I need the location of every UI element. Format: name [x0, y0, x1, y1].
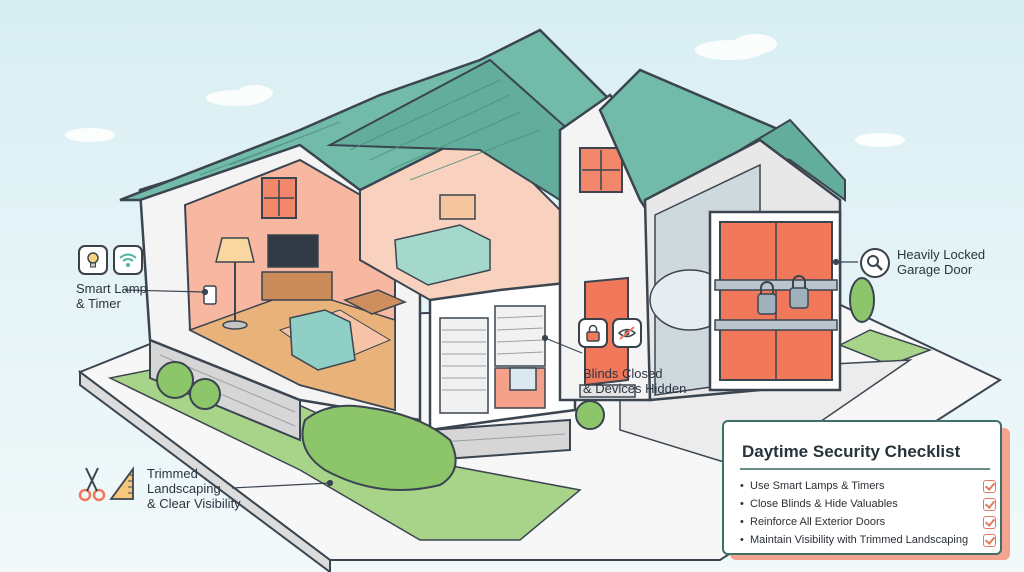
- magnifier-icon-box: [860, 248, 890, 278]
- garage-line2: Garage Door: [897, 262, 973, 277]
- television: [267, 234, 319, 268]
- sofa: [394, 224, 491, 286]
- landscaping-line1: Trimmed: [147, 466, 198, 481]
- shrub-left: [156, 361, 194, 399]
- checkbox-icon: [983, 534, 996, 547]
- checklist-title: Daytime Security Checklist: [742, 442, 961, 461]
- lock-bar-bottom: [714, 319, 838, 331]
- eye-slash-icon-box: [612, 318, 642, 348]
- wall-picture: [439, 194, 476, 220]
- magnifier-icon: [867, 255, 883, 271]
- ruler-icon: [109, 466, 134, 500]
- checklist-panel: Daytime Security Checklist •Use Smart La…: [722, 420, 1002, 555]
- checklist-item: •Reinforce All Exterior Doors: [740, 516, 998, 534]
- smart-lamp-line1: Smart Lamp: [76, 281, 147, 296]
- smart-lamp-line2: & Timer: [76, 296, 121, 311]
- tv-stand: [261, 271, 333, 301]
- leader-smart-lamp: [124, 289, 206, 293]
- garage-padlock-right: [789, 287, 809, 309]
- clouds: [65, 34, 905, 147]
- blinds-center: [494, 305, 546, 367]
- checklist-item-label: Maintain Visibility with Trimmed Landsca…: [750, 534, 969, 546]
- laptop: [509, 367, 537, 391]
- padlock-icon-box: [578, 318, 608, 348]
- checklist-item: •Use Smart Lamps & Timers: [740, 480, 998, 498]
- security-checklist-card: Daytime Security Checklist •Use Smart La…: [722, 420, 1012, 560]
- lightbulb-icon: [87, 252, 99, 268]
- shrub-right: [849, 277, 875, 323]
- hedge: [301, 404, 457, 491]
- shrub-door: [575, 400, 605, 430]
- checkbox-icon: [983, 498, 996, 511]
- checkbox-icon: [983, 480, 996, 493]
- ground-edge: [79, 369, 331, 572]
- smart-plug: [203, 285, 217, 305]
- padlock-icon: [586, 324, 600, 342]
- blinds-line1: Blinds Closed: [583, 366, 663, 381]
- lock-bar-top: [714, 279, 838, 291]
- eye-slash-icon: [617, 326, 637, 340]
- armchair: [289, 309, 356, 371]
- checklist-item-label: Use Smart Lamps & Timers: [750, 480, 885, 492]
- wifi-icon: [119, 253, 137, 267]
- checklist-item-label: Reinforce All Exterior Doors: [750, 516, 886, 528]
- checklist-item: •Maintain Visibility with Trimmed Landsc…: [740, 534, 998, 552]
- checklist-item: •Close Blinds & Hide Valuables: [740, 498, 998, 516]
- landscaping-callout: Trimmed Landscaping & Clear Visibility: [147, 466, 241, 511]
- garage-line1: Heavily Locked: [897, 247, 986, 262]
- leader-landscaping: [231, 482, 331, 489]
- coffee-table: [343, 289, 408, 315]
- garage-padlock-left: [757, 293, 777, 315]
- checklist-item-label: Close Blinds & Hide Valuables: [750, 498, 898, 510]
- scissors-icon: [78, 467, 106, 502]
- garage-callout: Heavily Locked Garage Door: [897, 247, 985, 277]
- checkbox-icon: [983, 516, 996, 529]
- door-steps: [579, 384, 636, 398]
- lightbulb-icon-box: [78, 245, 108, 275]
- blinds-line2: & Devices Hidden: [583, 381, 687, 396]
- blinds-callout: Blinds Closed & Devices Hidden: [583, 366, 686, 396]
- leader-blinds: [544, 337, 583, 354]
- landscaping-line3: & Clear Visibility: [147, 496, 241, 511]
- checklist-divider: [740, 468, 990, 470]
- landscaping-line2: Landscaping: [147, 481, 221, 496]
- shrub-left-2: [189, 378, 221, 410]
- smart-lamp-callout: Smart Lamp & Timer: [76, 281, 147, 311]
- wifi-icon-box: [113, 245, 143, 275]
- checklist-items: •Use Smart Lamps & Timers •Close Blinds …: [740, 480, 998, 552]
- floor-lamp-shade: [215, 237, 255, 263]
